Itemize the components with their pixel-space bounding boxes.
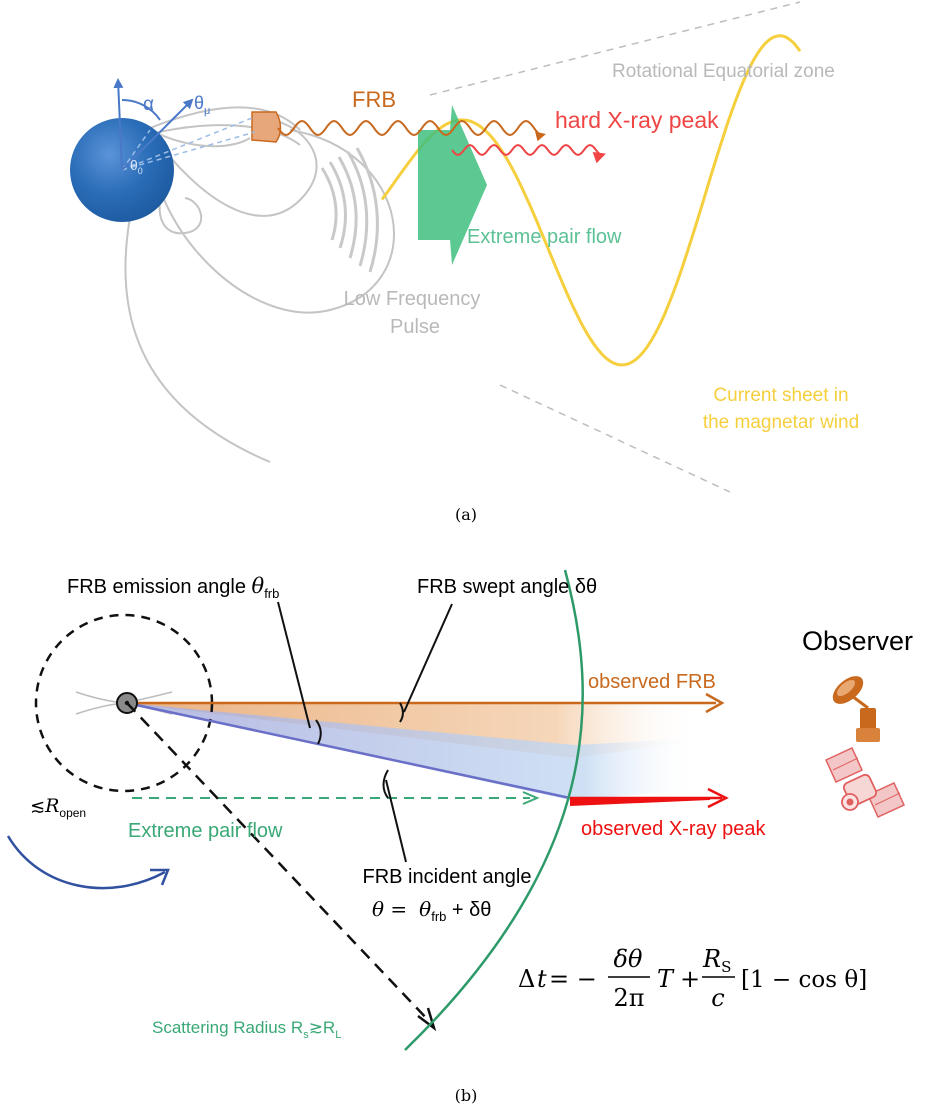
frb-wave: [277, 119, 546, 142]
formula-den1: 2π: [613, 984, 644, 1012]
rotation-arrow: [6, 835, 166, 890]
equatorial-boundary-bottom: [499, 384, 731, 493]
equatorial-zone-label: Rotational Equatorial zone: [612, 61, 835, 82]
formula-t: t: [537, 965, 547, 993]
frb-incident-line: [126, 701, 571, 800]
formula-num2: RS: [702, 945, 731, 976]
scattering-radius-arrow: [126, 702, 431, 1023]
delay-formula: Δ t = − δθ 2π T + RS c [1 − cos θ]: [518, 945, 867, 1012]
incident-angle-formula: θ =θfrb + δθ: [372, 897, 491, 924]
formula-eq: = −: [549, 965, 597, 993]
pair-flow-arrow: [418, 105, 487, 265]
pair-flow-arrowhead: [522, 791, 540, 805]
formula-delta: Δ: [518, 965, 535, 993]
scattering-radius-arrowhead: [417, 1007, 437, 1032]
observed-xray-arrowhead: [707, 787, 729, 809]
incident-angle-label: FRB incident angle: [363, 866, 532, 888]
swept-angle-label: FRB swept angle δθ: [417, 576, 597, 598]
observed-frb-arrowhead: [705, 692, 725, 714]
hard-xray-label: hard X-ray peak: [555, 107, 719, 133]
observer-label: Observer: [802, 626, 913, 656]
theta0-lines: [121, 117, 256, 171]
formula-bracket: [1 − cos θ]: [741, 967, 867, 993]
equatorial-boundary-top: [429, 1, 801, 96]
emission-region: [251, 111, 282, 143]
rotation-arrowhead: [150, 868, 170, 886]
low-frequency-pulse-waves: [320, 147, 379, 273]
panel-a: α θμ θ0 FRB hard X-ray peak Rotational E…: [70, 1, 859, 524]
frb-label: FRB: [352, 87, 396, 112]
lf-pulse-line2: Pulse: [390, 316, 440, 338]
pair-flow-label-a: Extreme pair flow: [467, 226, 622, 248]
theta-mu-label: θμ: [194, 93, 210, 117]
incident-fan: [127, 703, 700, 800]
xray-wave: [451, 143, 606, 164]
angle-markers: [277, 601, 453, 863]
scattering-arc: [404, 569, 584, 1051]
pair-flow-label-b: Extreme pair flow: [128, 820, 283, 842]
current-sheet-line2: the magnetar wind: [703, 412, 859, 433]
observed-frb-label: observed FRB: [588, 671, 716, 693]
caption-a: (a): [455, 505, 477, 524]
formula-den2: c: [711, 984, 724, 1012]
panel-b: FRB emission angle θfrb FRB swept angle …: [6, 569, 913, 1105]
lf-pulse-line1: Low Frequency: [344, 288, 481, 310]
observed-xray-label: observed X-ray peak: [581, 818, 767, 840]
alpha-label: α: [143, 94, 154, 115]
r-open-label: ≲Ropen: [30, 795, 86, 820]
current-sheet-line1: Current sheet in: [713, 385, 848, 406]
axes: [113, 78, 194, 171]
formula-plus: +: [680, 965, 700, 993]
emission-angle-label: FRB emission angle θfrb: [67, 574, 279, 601]
formula-num1: δθ: [614, 945, 643, 973]
formula-T: T: [657, 965, 675, 993]
caption-b: (b): [455, 1086, 478, 1105]
radio-dish-icon: [832, 676, 880, 742]
scattering-radius-label: Scattering Radius Rs≳RL: [152, 1018, 341, 1041]
theta0-label: θ0: [130, 157, 143, 176]
satellite-icon: [825, 747, 905, 818]
